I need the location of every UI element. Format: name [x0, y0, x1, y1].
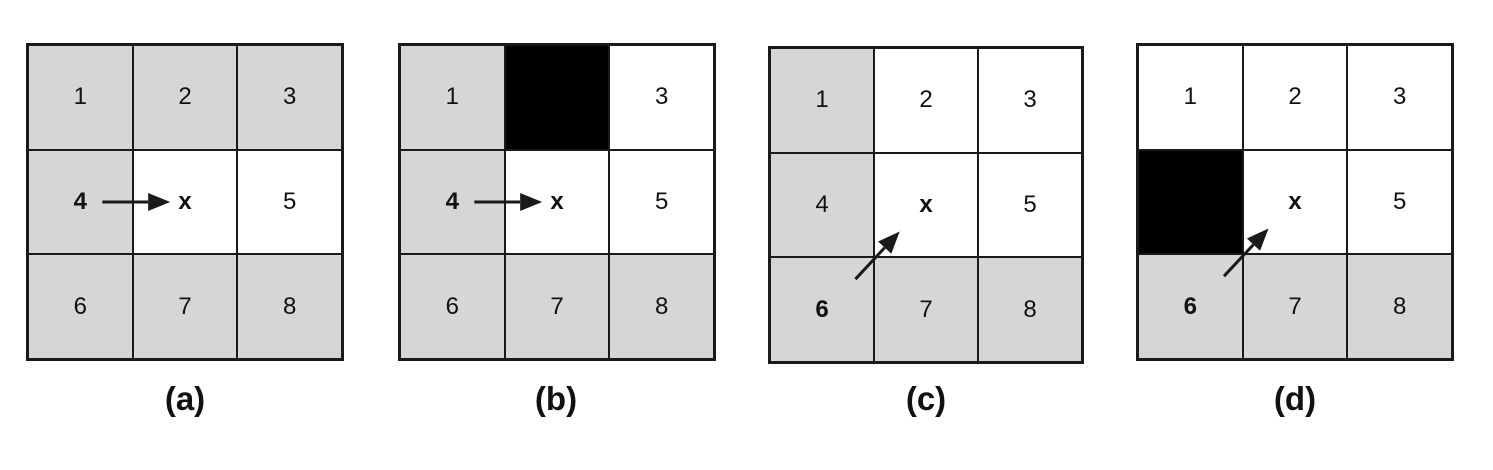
blocked-cell	[504, 45, 610, 150]
cell-label: 4	[815, 190, 829, 218]
center-cell: x	[874, 152, 978, 258]
cell-label: 7	[178, 292, 192, 320]
neighbor-cell: 2	[874, 48, 978, 153]
cell-label: 4	[73, 187, 87, 215]
neighbor-cell: 8	[1347, 254, 1452, 359]
cell-label: 5	[1392, 187, 1407, 215]
cell-label: 5	[654, 187, 669, 215]
cell-label: 8	[1392, 292, 1407, 320]
cell-label: x	[550, 187, 564, 215]
cell-label: 5	[282, 187, 297, 215]
cell-label: 8	[282, 292, 297, 320]
neighbor-cell: 6	[1138, 254, 1243, 359]
cell-label: 6	[445, 292, 459, 320]
neighbor-cell: 5	[1347, 149, 1452, 255]
cell-label: 8	[654, 292, 669, 320]
center-cell: x	[132, 149, 238, 255]
neighbor-cell: 7	[1242, 254, 1348, 359]
cell-label: 6	[815, 295, 829, 323]
neighbor-cell: 2	[1242, 45, 1348, 150]
cell-label: 1	[445, 83, 459, 111]
neighbor-cell: 1	[770, 48, 874, 153]
cell-label: 1	[1183, 83, 1197, 111]
neighbor-cell: 3	[609, 45, 714, 150]
cell-label: 7	[919, 295, 933, 323]
neighbor-cell: 7	[132, 254, 238, 359]
cell-label: 2	[178, 83, 192, 111]
neighbor-cell: 3	[237, 45, 342, 150]
neighborhood-grid: 1 2 3 x 5 6 7 8	[1136, 43, 1454, 361]
panel-caption: (d)	[1273, 380, 1317, 417]
center-cell: x	[504, 149, 610, 255]
neighbor-cell: 2	[132, 45, 238, 150]
neighborhood-grid: 1 2 3 4 x 5 6 7 8	[26, 43, 344, 361]
panel-caption: (b)	[534, 380, 578, 417]
neighbor-cell: 8	[609, 254, 714, 359]
neighbor-cell: 5	[978, 152, 1082, 258]
cell-label: 5	[1023, 190, 1037, 218]
cell-label: 3	[1023, 86, 1037, 114]
cell-label: x	[919, 190, 933, 218]
neighbor-cell: 1	[28, 45, 133, 150]
neighbor-cell: 7	[504, 254, 610, 359]
neighbor-cell: 6	[770, 257, 874, 362]
cell-label: 4	[445, 187, 459, 215]
blocked-cell	[1138, 149, 1243, 255]
cell-label: 3	[654, 83, 669, 111]
cell-label: x	[178, 187, 192, 215]
cell-label: x	[1288, 187, 1302, 215]
cell-label: 7	[1288, 292, 1302, 320]
cell-label: 1	[73, 83, 87, 111]
neighbor-cell: 3	[978, 48, 1082, 153]
neighbor-cell: 4	[770, 152, 874, 258]
neighbor-cell: 5	[237, 149, 342, 255]
center-cell: x	[1242, 149, 1348, 255]
neighbor-cell: 8	[237, 254, 342, 359]
cell-label: 2	[1288, 83, 1302, 111]
panel-caption: (a)	[164, 380, 206, 417]
neighborhood-grid: 1 2 3 4 x 5 6 7 8	[768, 46, 1084, 364]
cell-label: 3	[1392, 83, 1407, 111]
neighborhood-grid: 1 3 4 x 5 6 7 8	[398, 43, 716, 361]
neighbor-cell: 4	[28, 149, 133, 255]
neighbor-cell: 8	[978, 257, 1082, 362]
neighbor-cell: 1	[400, 45, 505, 150]
cell-label: 6	[1183, 292, 1197, 320]
panel-caption: (c)	[905, 380, 947, 417]
neighbor-cell: 4	[400, 149, 505, 255]
neighbor-cell: 6	[400, 254, 505, 359]
cell-label: 7	[550, 292, 564, 320]
cell-label: 3	[282, 83, 297, 111]
neighbor-cell: 5	[609, 149, 714, 255]
cell-label: 2	[919, 86, 933, 114]
cell-label: 1	[815, 86, 829, 114]
neighbor-cell: 6	[28, 254, 133, 359]
neighbor-cell: 3	[1347, 45, 1452, 150]
neighbor-cell: 7	[874, 257, 978, 362]
cell-label: 8	[1023, 295, 1037, 323]
cell-label: 6	[73, 292, 87, 320]
neighbor-cell: 1	[1138, 45, 1243, 150]
